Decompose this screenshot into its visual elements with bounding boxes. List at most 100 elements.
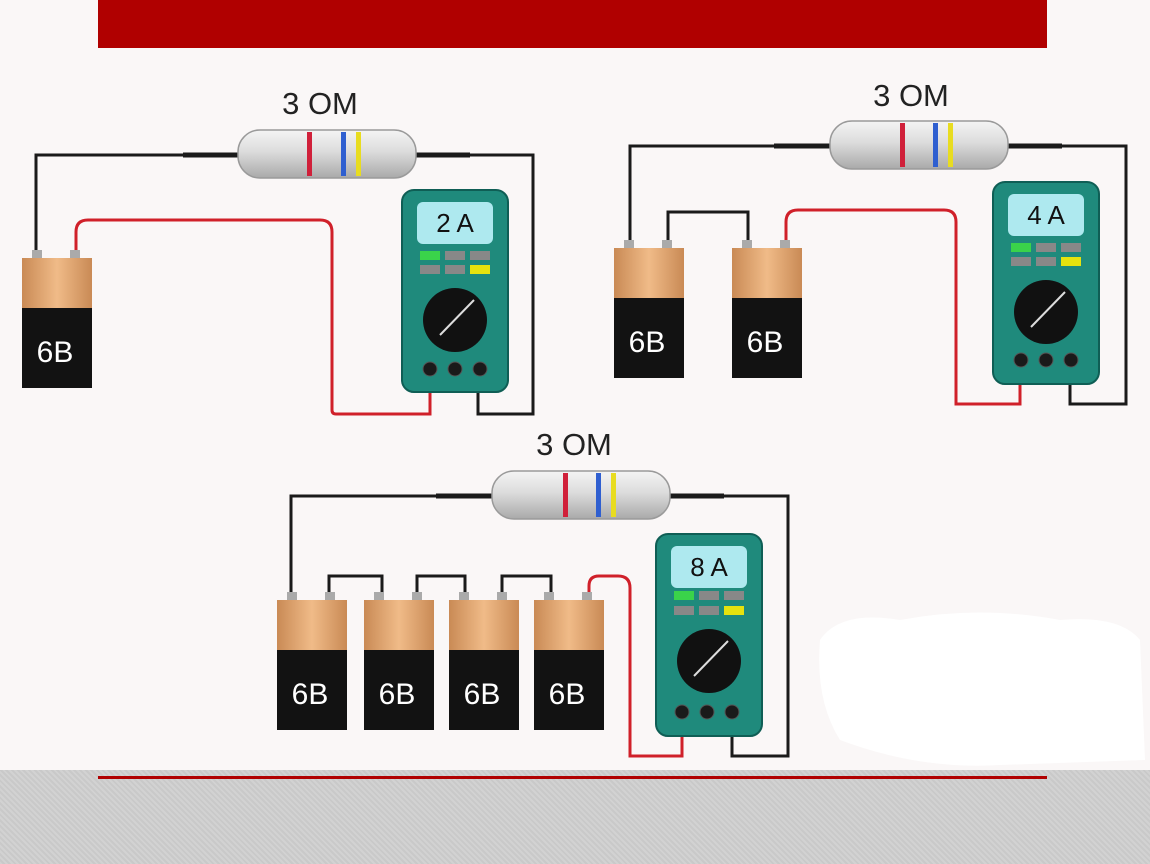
jumper-wire [415,574,467,597]
color-band-red [563,473,568,517]
button-gray [674,606,694,615]
button-green [1011,243,1031,252]
battery: 6B [732,240,802,378]
button-gray [724,591,744,600]
resistor: 3 OM [491,427,671,520]
color-band-blue [596,473,601,517]
battery-label: 6B [464,678,501,711]
battery: 6B [449,592,519,730]
button-gray [1011,257,1031,266]
wires [289,493,790,758]
red-wire [74,218,432,416]
dial-pointer [693,640,729,677]
title-bar [98,0,1047,48]
black-wire [1062,144,1128,406]
color-band-red [900,123,905,167]
terminal [459,592,469,602]
dial-pointer [439,299,475,336]
resistor-label: 3 OM [536,427,612,462]
button-yellow [1061,257,1081,266]
black-wire [628,144,774,245]
jack [1063,352,1079,368]
battery-cap [732,248,802,298]
black-wire [34,153,183,255]
button-gray [470,251,490,260]
black-wire [470,153,535,416]
battery-body [277,650,347,730]
resistor-body [237,129,417,179]
footer-divider [98,776,1047,779]
meter-screen [671,546,747,588]
battery: 6B [277,592,347,730]
battery-body [22,308,92,388]
battery-body [614,298,684,378]
resistor-label: 3 OM [873,78,949,113]
resistor: 3 OM [829,78,1009,170]
battery: 6B [22,250,92,388]
battery-label: 6B [379,678,416,711]
color-band-yellow [611,473,616,517]
battery-cap [364,600,434,650]
battery-label: 6B [292,678,329,711]
battery-cap [449,600,519,650]
terminal [374,592,384,602]
terminal [412,592,422,602]
resistor: 3 OM [237,86,417,179]
wires [34,152,535,416]
battery-body [534,650,604,730]
dial-pointer [1030,291,1066,328]
terminal [544,592,554,602]
meter-reading: 4 A [1027,200,1065,230]
color-band-blue [341,132,346,176]
button-gray [1036,243,1056,252]
battery-cap [614,248,684,298]
circuit-2: 3 OM 6B 6B 4 A [614,78,1128,406]
circuit-1: 3 OM 6B 2 A [22,86,535,416]
battery-label: 6B [629,326,666,359]
button-gray [699,606,719,615]
footer-band [0,770,1150,864]
color-band-blue [933,123,938,167]
color-band-yellow [948,123,953,167]
button-gray [420,265,440,274]
battery-label: 6B [747,326,784,359]
jack [1013,352,1029,368]
battery-body [449,650,519,730]
button-gray [445,251,465,260]
terminal [582,592,592,602]
jack [422,361,438,377]
battery-cap [277,600,347,650]
battery: 6B [614,240,684,378]
button-green [420,251,440,260]
terminal [325,592,335,602]
red-wire [587,574,684,758]
white-patch [819,612,1145,766]
terminal [662,240,672,250]
terminal [742,240,752,250]
jumper-wire [666,210,750,245]
jack [447,361,463,377]
jack [699,704,715,720]
jumper-wire [327,574,384,597]
meter-reading: 8 A [690,552,728,582]
button-yellow [724,606,744,615]
meter-screen [1008,194,1084,236]
battery-body [364,650,434,730]
jumper-wire [500,574,553,597]
battery-label: 6B [37,336,74,369]
battery-cap [534,600,604,650]
meter-screen [417,202,493,244]
resistor-body [491,470,671,520]
terminal [624,240,634,250]
color-band-red [307,132,312,176]
black-wire [724,494,790,758]
wires [628,143,1128,406]
terminal [287,592,297,602]
button-green [674,591,694,600]
terminal [32,250,42,260]
resistor-body [829,120,1009,170]
button-gray [1036,257,1056,266]
battery-label: 6B [549,678,586,711]
button-gray [1061,243,1081,252]
